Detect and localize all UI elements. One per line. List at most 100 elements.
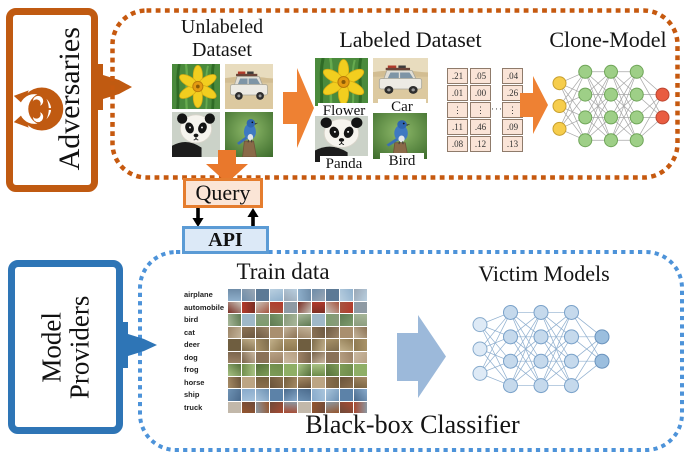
cifar-thumbnail: [298, 351, 311, 363]
cifar-thumbnail: [340, 301, 353, 313]
probability-vectors: ··· .21.01⋮.11.08.05.00⋮.46.12.04.26⋮.09…: [447, 68, 523, 152]
cifar-thumbnail: [312, 301, 325, 313]
cifar-thumbnail: [228, 326, 241, 338]
hidden-neuron: [578, 87, 593, 102]
cifar-thumbnail: [270, 389, 283, 401]
cifar-thumbnail: [256, 289, 269, 301]
car-image: [225, 64, 273, 109]
hidden-neuron: [578, 64, 593, 79]
hidden-neuron: [533, 304, 549, 320]
cifar-thumbnail: [228, 289, 241, 301]
cifar-thumbnail: [270, 339, 283, 351]
cifar-thumbnail: [312, 314, 325, 326]
query-box: Query: [183, 178, 263, 208]
hidden-neuron: [564, 378, 579, 394]
cifar-thumbnail: [326, 289, 339, 301]
probability-vector-column: .04.26⋮.09.13: [502, 68, 523, 152]
hidden-neuron: [578, 133, 593, 148]
hidden-neuron: [604, 64, 618, 79]
probability-value-cell: .08: [447, 136, 468, 152]
cifar-thumbnail: [270, 351, 283, 363]
model-providers-box: [8, 260, 123, 434]
cifar-thumbnail: [270, 301, 283, 313]
cifar-thumbnail: [284, 401, 297, 413]
train-row-label: dog: [184, 352, 198, 362]
network-svg: [552, 64, 670, 148]
cifar-thumbnail: [298, 314, 311, 326]
cifar-thumbnail: [242, 326, 255, 338]
model-providers-label: Model Providers: [36, 295, 94, 399]
cifar-thumbnail: [256, 351, 269, 363]
hidden-neuron: [564, 329, 579, 345]
car-class-label: Car: [378, 99, 426, 116]
cifar-thumbnail: [242, 339, 255, 351]
probability-value-cell: .46: [470, 119, 491, 135]
cifar-thumbnail: [340, 314, 353, 326]
probability-vector-column: .05.00⋮.46.12: [470, 68, 491, 152]
cifar-thumbnail: [228, 339, 241, 351]
cifar-thumbnail: [242, 301, 255, 313]
cifar-thumbnail: [354, 389, 367, 401]
probability-value-cell: .11: [447, 119, 468, 135]
api-box: API: [182, 226, 269, 254]
panda-class-label: Panda: [320, 156, 368, 173]
cifar-thumbnail: [228, 401, 241, 413]
cifar-thumbnail: [270, 326, 283, 338]
cifar-thumbnail: [228, 389, 241, 401]
cifar-thumbnail: [298, 389, 311, 401]
cifar-thumbnail: [340, 289, 353, 301]
hidden-neuron: [604, 110, 618, 125]
panda-image: [172, 112, 220, 157]
cifar-thumbnail: [256, 339, 269, 351]
train-data-title: Train data: [236, 259, 330, 284]
adversaries-box: [6, 8, 98, 192]
cifar-thumbnail: [298, 301, 311, 313]
hidden-neuron: [503, 304, 518, 320]
cifar-thumbnail: [242, 401, 255, 413]
unlabeled-dataset-title-line1: Unlabeled: [180, 16, 264, 38]
hidden-neuron: [629, 64, 644, 79]
query-label: Query: [195, 180, 251, 205]
cifar-thumbnail: [326, 314, 339, 326]
output-neuron: [655, 87, 670, 102]
cifar-thumbnail: [298, 401, 311, 413]
hidden-neuron: [629, 110, 644, 125]
arrow-traindata-to-victim: [397, 315, 446, 398]
bird-image: [373, 113, 427, 159]
model-providers-label-line1: Model: [36, 311, 67, 383]
probability-value-cell: .21: [447, 68, 468, 84]
cifar-thumbnail: [270, 314, 283, 326]
cifar-thumbnail: [270, 289, 283, 301]
flower-image: [172, 64, 220, 109]
hidden-neuron: [503, 378, 518, 394]
hidden-neuron: [604, 87, 618, 102]
victim-models-title: Victim Models: [478, 261, 610, 286]
cifar-thumbnail: [270, 364, 283, 376]
unlabeled-dataset-title-line2: Dataset: [192, 39, 252, 61]
cifar-thumbnail: [228, 364, 241, 376]
cifar-thumbnail: [312, 376, 325, 388]
hidden-neuron: [533, 329, 549, 345]
provider-connector: [117, 322, 157, 368]
output-neuron: [594, 329, 610, 345]
cifar-thumbnail: [242, 351, 255, 363]
train-row-label: deer: [184, 340, 200, 350]
cifar-thumbnail: [326, 401, 339, 413]
cifar-thumbnail: [354, 314, 367, 326]
cifar-thumbnail: [312, 339, 325, 351]
input-neuron: [472, 317, 488, 333]
hidden-neuron: [533, 353, 549, 369]
train-row-label: cat: [184, 327, 195, 337]
cifar-thumbnail: [284, 339, 297, 351]
output-neuron: [594, 353, 610, 369]
cifar-thumbnail: [354, 326, 367, 338]
cifar-thumbnail: [312, 351, 325, 363]
cifar-thumbnail: [284, 314, 297, 326]
cifar-thumbnail: [242, 289, 255, 301]
cifar-thumbnail: [354, 301, 367, 313]
hidden-neuron: [503, 329, 518, 345]
cifar-thumbnail: [242, 376, 255, 388]
cifar-thumbnail: [340, 339, 353, 351]
cifar-thumbnail: [256, 364, 269, 376]
labeled-dataset-grid: Flower Car Panda: [315, 58, 430, 178]
